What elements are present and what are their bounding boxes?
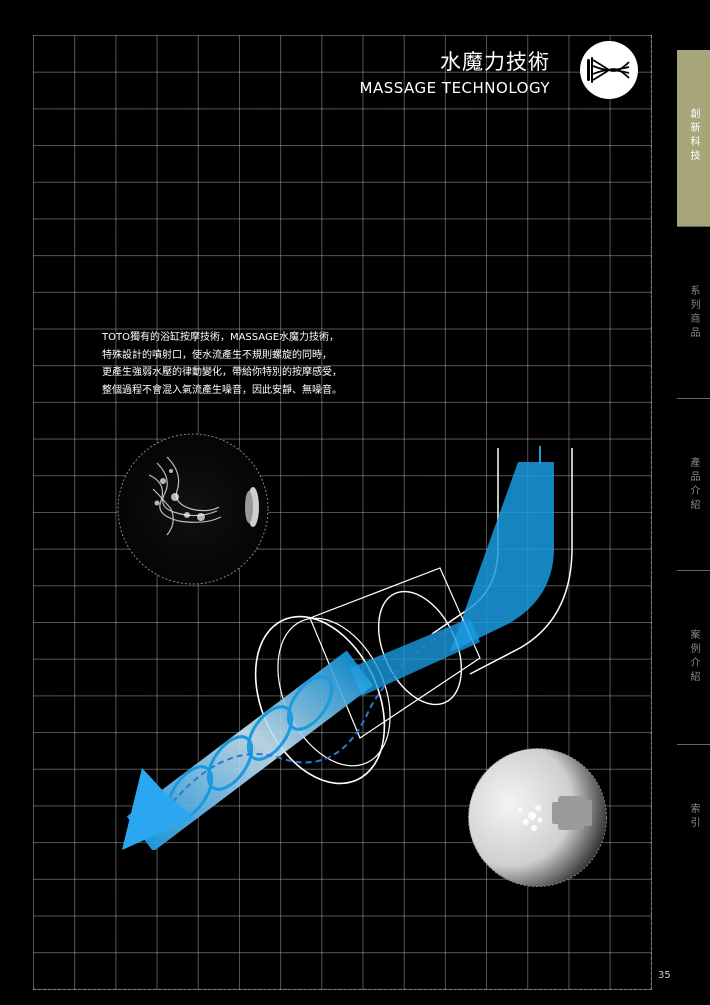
description-line: 更產生強弱水壓的律動變化，帶給你特別的按摩感受， — [102, 367, 342, 378]
water-jet-photo — [117, 433, 269, 585]
tab-series[interactable]: 系列商品 — [677, 226, 710, 399]
tab-index[interactable]: 索引 — [677, 744, 710, 1005]
tab-label: 創新科技 — [688, 108, 699, 164]
page-title: 水魔力技術 — [440, 50, 550, 74]
description-line: TOTO獨有的浴缸按摩技術，MASSAGE水魔力技術， — [102, 332, 340, 343]
page-subtitle: MASSAGE TECHNOLOGY — [359, 79, 550, 97]
section-tabs: 創新科技 系列商品 產品介紹 案例介紹 索引 — [677, 50, 710, 1004]
tab-label: 產品介紹 — [688, 457, 699, 513]
massage-nozzle-cutaway-diagram — [122, 446, 573, 850]
massage-wave-icon — [580, 41, 638, 99]
description-line: 整個過程不會混入氣流產生噪音，因此安靜、無噪音。 — [102, 384, 342, 396]
tab-innovation[interactable]: 創新科技 — [677, 50, 710, 226]
description: TOTO獨有的浴缸按摩技術，MASSAGE水魔力技術， 特殊設計的噴射口，使水流… — [102, 329, 342, 399]
tab-products[interactable]: 產品介紹 — [677, 398, 710, 571]
page-number: 35 — [658, 970, 671, 981]
description-line: 特殊設計的噴射口，使水流產生不規則螺旋的同時， — [102, 349, 332, 361]
tab-cases[interactable]: 案例介紹 — [677, 570, 710, 745]
tab-label: 系列商品 — [688, 285, 699, 341]
tab-label: 索引 — [688, 803, 699, 831]
tab-label: 案例介紹 — [688, 629, 699, 685]
nozzle-spray-photo — [468, 748, 607, 887]
title-block: 水魔力技術 MASSAGE TECHNOLOGY — [360, 48, 550, 98]
